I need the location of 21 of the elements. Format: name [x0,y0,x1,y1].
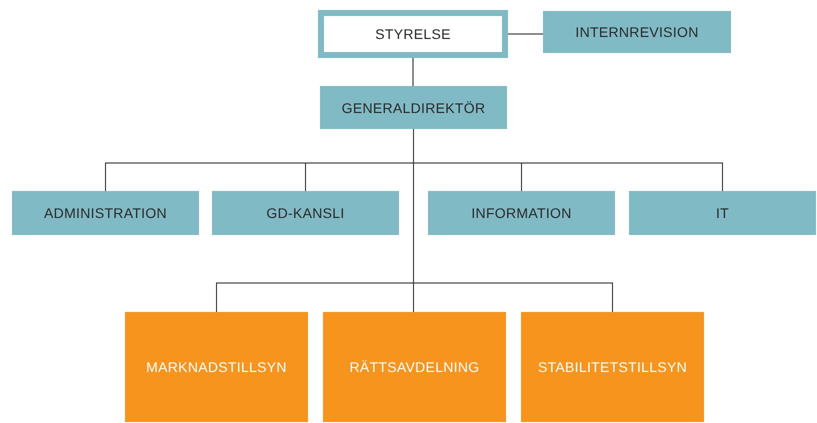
box-label: STYRELSE [375,26,451,42]
box-label: RÄTTSAVDELNING [350,359,480,375]
box-label: IT [716,205,730,221]
box-label: MARKNADSTILLSYN [146,359,287,375]
unit-box [12,191,199,235]
connector-line [412,58,414,86]
unit-box [212,191,399,235]
department-box [125,312,308,422]
department-box [323,312,506,422]
box-label: GD-KANSLI [266,205,345,221]
unit-box [629,191,816,235]
department-box [521,312,704,422]
unit-box [428,191,615,235]
unit-box [543,11,731,53]
box-label: ADMINISTRATION [44,205,167,221]
unit-box [320,86,507,129]
box-label: STABILITETSTILLSYN [538,359,688,375]
board-box [318,10,508,58]
box-label: GENERALDIREKTÖR [342,100,486,116]
box-label: INFORMATION [471,205,572,221]
box-label: INTERNREVISION [575,24,699,40]
